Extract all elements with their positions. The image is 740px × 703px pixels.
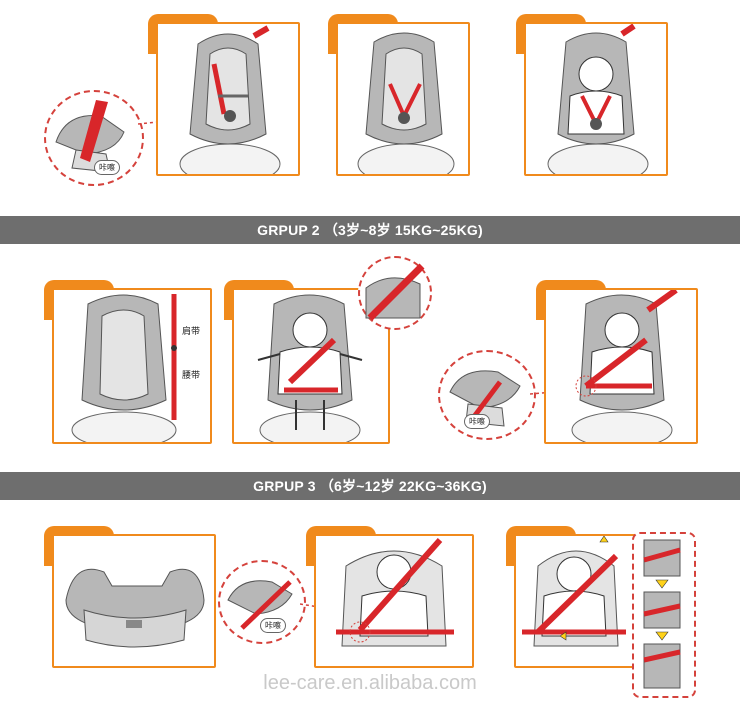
- car-seat-illustration: [179, 25, 281, 174]
- group-3-header: GRPUP 3 （6岁~12岁 22KG~36KG): [0, 472, 740, 500]
- shoulder-belt-label: 肩带: [182, 327, 201, 337]
- booster-seat-illustration: [71, 294, 177, 442]
- child-in-booster-illustration: [257, 294, 363, 442]
- child-in-seat-illustration: [547, 24, 649, 174]
- lap-belt-label: 腰带: [182, 371, 201, 381]
- click-tag: 咔嚓: [260, 618, 286, 633]
- step-panel-1: [156, 22, 300, 176]
- step-panel-9: [514, 534, 638, 668]
- group-3-title: GRPUP 3 （6岁~12岁 22KG~36KG): [253, 478, 487, 494]
- belt-adjust-detail: [632, 532, 696, 698]
- step-panel-2: [336, 22, 470, 176]
- child-on-booster-illustration: [336, 538, 454, 647]
- zoom-detail-click-2: 咔嚓: [438, 350, 536, 440]
- group-2-title: GRPUP 2 （3岁~8岁 15KG~25KG): [257, 222, 483, 238]
- click-tag: 咔嚓: [464, 414, 490, 429]
- step-panel-4: 肩带 腰带: [52, 288, 212, 444]
- child-on-booster-illustration: [522, 536, 626, 647]
- belt-adjust-steps: [643, 539, 681, 689]
- zoom-detail-click-1: 咔嚓: [44, 90, 144, 186]
- buckle-detail-illustration: [227, 580, 293, 630]
- step-panel-8: [314, 534, 474, 668]
- step-panel-3: [524, 22, 668, 176]
- shoulder-guide-detail: [365, 263, 425, 321]
- step-panel-6: [544, 288, 698, 444]
- child-in-booster-illustration: [571, 290, 678, 442]
- step-panel-7: [52, 534, 216, 668]
- group-2-header: GRPUP 2 （3岁~8岁 15KG~25KG): [0, 216, 740, 244]
- watermark: lee-care.en.alibaba.com: [263, 672, 477, 694]
- zoom-detail-shoulder: [358, 256, 432, 330]
- car-seat-illustration: [357, 32, 455, 174]
- zoom-detail-click-3: 咔嚓: [218, 560, 306, 644]
- click-tag: 咔嚓: [94, 160, 120, 175]
- backless-booster-illustration: [65, 568, 205, 648]
